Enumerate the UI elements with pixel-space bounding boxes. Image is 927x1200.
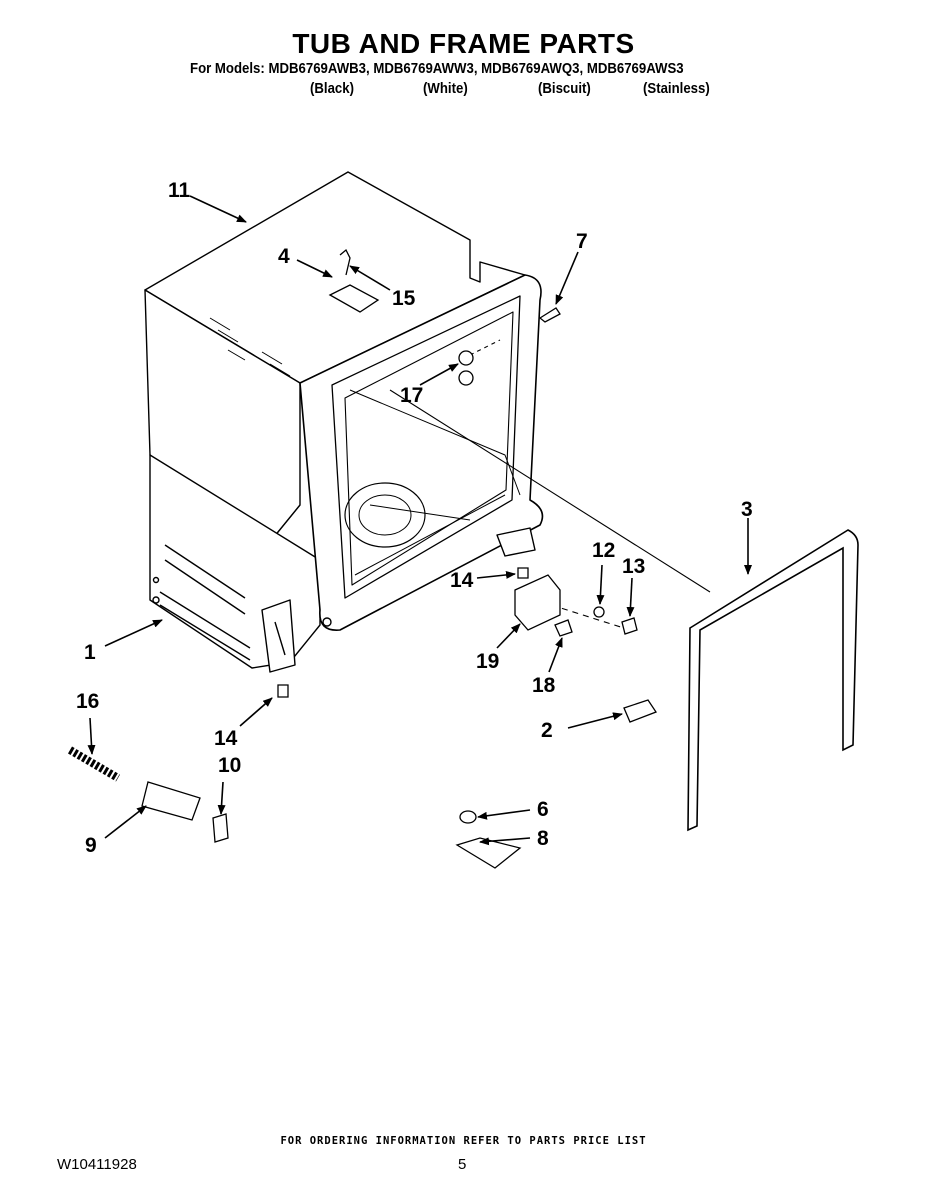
callout-11: 11 (168, 179, 191, 202)
callout-16: 16 (76, 690, 99, 713)
models-line: For Models: MDB6769AWB3, MDB6769AWW3, MD… (190, 60, 684, 77)
leader-arrows (87, 195, 752, 846)
color-black: (Black) (310, 80, 355, 97)
callout-18: 18 (532, 674, 556, 697)
callout-19: 19 (476, 650, 499, 673)
color-stainless: (Stainless) (643, 80, 710, 97)
ordering-note: FOR ORDERING INFORMATION REFER TO PARTS … (280, 1135, 647, 1147)
callout-13: 13 (622, 555, 645, 578)
page-title: TUB AND FRAME PARTS (292, 28, 635, 59)
callout-15: 15 (392, 287, 416, 310)
color-white: (White) (423, 80, 468, 97)
callout-3: 3 (741, 498, 753, 521)
tub-drawing (144, 171, 544, 673)
callout-12: 12 (592, 539, 615, 562)
callout-14-upper: 14 (450, 569, 474, 592)
callout-9: 9 (85, 834, 97, 857)
guide-lines (389, 339, 711, 631)
callout-10: 10 (218, 754, 241, 777)
callout-1: 1 (84, 641, 96, 664)
callout-6: 6 (537, 798, 549, 821)
callout-7: 7 (576, 230, 588, 253)
callout-17: 17 (400, 384, 423, 407)
callout-14-lower: 14 (214, 727, 238, 750)
color-biscuit: (Biscuit) (538, 80, 591, 97)
callout-4: 4 (278, 245, 290, 268)
document-number: W10411928 (57, 1156, 137, 1173)
callout-8: 8 (537, 827, 549, 850)
page-number: 5 (458, 1156, 467, 1173)
small-parts (67, 248, 859, 869)
callout-2: 2 (541, 719, 553, 742)
